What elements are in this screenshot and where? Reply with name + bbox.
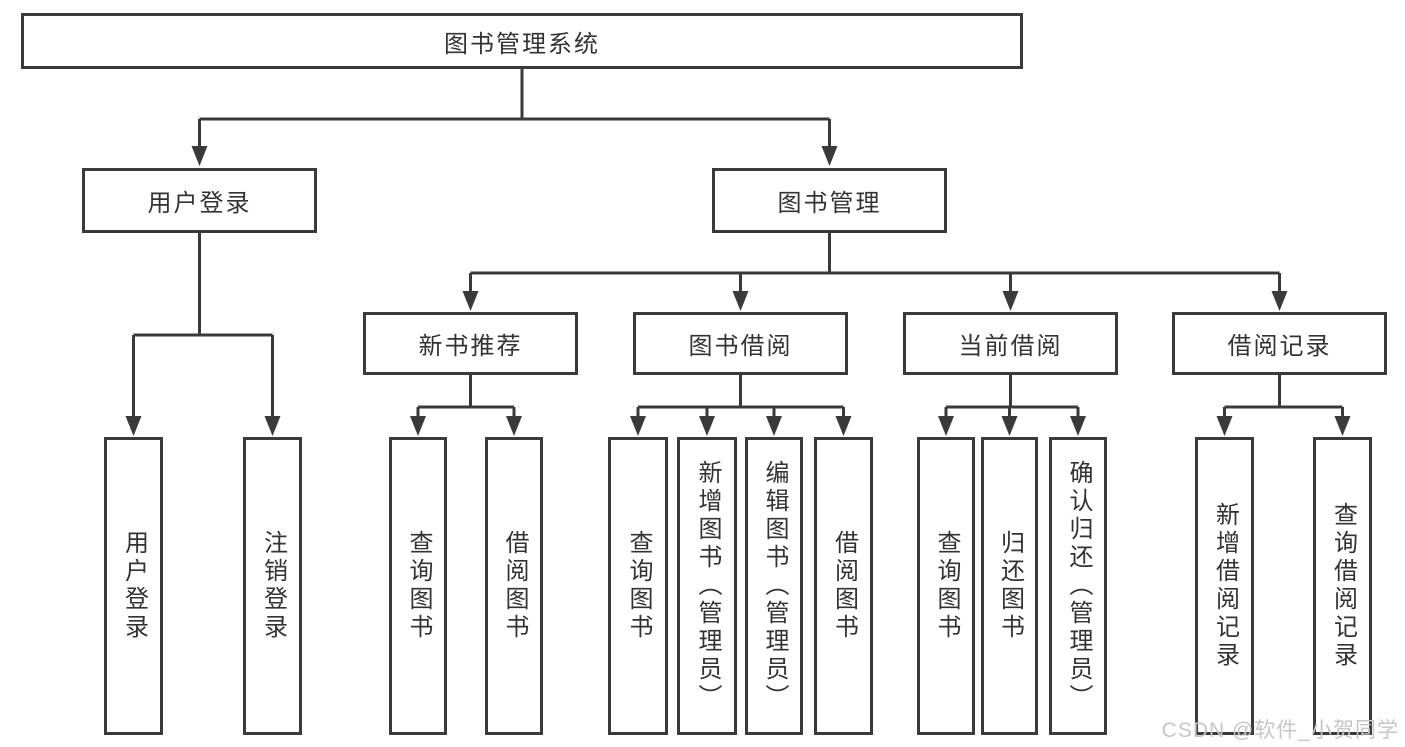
node-current-borrow: 当前借阅: [903, 312, 1118, 375]
node-book-management-label: 图书管理: [777, 190, 882, 217]
leaf-query-borrow-record: 查询借阅记录: [1313, 437, 1372, 735]
leaf-borrow-books-1-label: 借阅图书: [501, 530, 528, 642]
leaf-logout-label: 注销登录: [259, 530, 287, 642]
leaf-query-borrow-record-label: 查询借阅记录: [1329, 502, 1357, 670]
leaf-logout: 注销登录: [243, 437, 302, 735]
leaf-confirm-return-admin-label: 确认归还（管理员）: [1065, 460, 1092, 712]
leaf-return-books-label: 归还图书: [996, 530, 1024, 642]
node-book-borrow-label: 图书借阅: [688, 333, 793, 360]
leaf-add-borrow-record-label: 新增借阅记录: [1211, 502, 1239, 670]
leaf-query-books-2-label: 查询图书: [625, 530, 652, 642]
node-user-login-label: 用户登录: [147, 190, 252, 217]
leaf-user-login: 用户登录: [104, 437, 163, 735]
leaf-edit-books-admin: 编辑图书（管理员）: [745, 437, 803, 735]
node-book-borrow: 图书借阅: [633, 312, 848, 375]
node-new-book-recommend: 新书推荐: [363, 312, 578, 375]
leaf-query-books-1: 查询图书: [389, 437, 447, 735]
node-borrow-records-label: 借阅记录: [1227, 333, 1332, 360]
leaf-return-books: 归还图书: [981, 437, 1038, 735]
leaf-query-books-2: 查询图书: [608, 437, 668, 735]
leaf-user-login-label: 用户登录: [120, 530, 148, 642]
leaf-add-borrow-record: 新增借阅记录: [1195, 437, 1254, 735]
node-borrow-records: 借阅记录: [1172, 312, 1387, 375]
leaf-borrow-books-1: 借阅图书: [485, 437, 543, 735]
leaf-query-books-3-label: 查询图书: [933, 530, 960, 642]
leaf-add-books-admin: 新增图书（管理员）: [677, 437, 737, 735]
node-current-borrow-label: 当前借阅: [958, 333, 1063, 360]
leaf-borrow-books-2-label: 借阅图书: [830, 530, 858, 642]
csdn-watermark: CSDN @软件_小贺同学: [1161, 719, 1399, 742]
leaf-add-books-admin-label: 新增图书（管理员）: [694, 460, 721, 712]
node-root: 图书管理系统: [21, 13, 1023, 69]
leaf-edit-books-admin-label: 编辑图书（管理员）: [761, 460, 788, 712]
leaf-borrow-books-2: 借阅图书: [814, 437, 873, 735]
node-book-management: 图书管理: [712, 168, 947, 233]
node-root-label: 图书管理系统: [444, 30, 600, 58]
leaf-query-books-3: 查询图书: [917, 437, 975, 735]
leaf-confirm-return-admin: 确认归还（管理员）: [1049, 437, 1107, 735]
node-user-login: 用户登录: [82, 168, 317, 233]
node-new-book-recommend-label: 新书推荐: [418, 333, 523, 360]
leaf-query-books-1-label: 查询图书: [405, 530, 432, 642]
